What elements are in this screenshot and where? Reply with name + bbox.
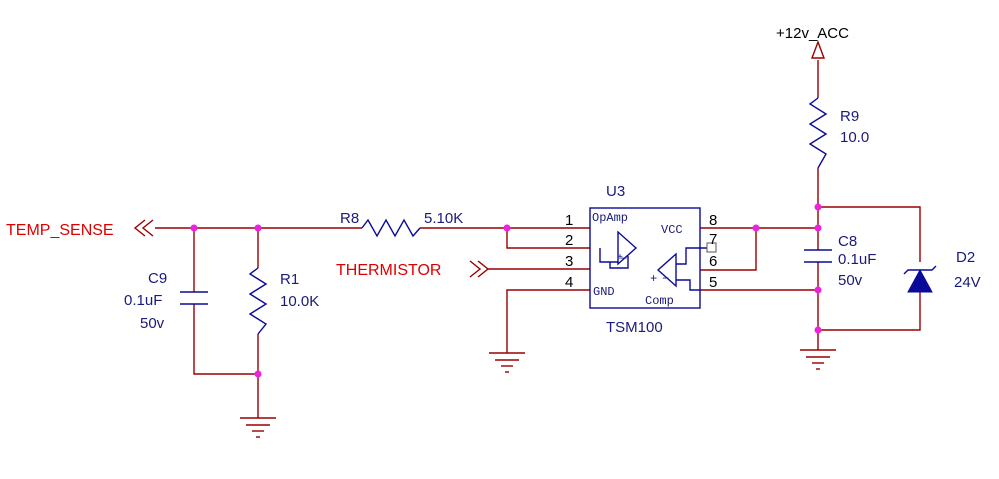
junction-dot [814, 224, 822, 232]
u3-comp-label: Comp [645, 294, 674, 308]
resistor-r8[interactable]: R8 5.10K [340, 210, 463, 238]
u3-gnd-label: GND [593, 285, 615, 299]
net-temp-sense-label: TEMP_SENSE [6, 222, 114, 239]
junction-dot [254, 370, 262, 378]
u3-ref: U3 [606, 183, 625, 200]
opamp-output-line [609, 256, 629, 269]
wire-pin6 [700, 228, 757, 271]
resistor-icon [361, 218, 421, 238]
pin-number: 6 [709, 253, 717, 270]
pin-number: 5 [709, 274, 717, 291]
port-arrow-icon [477, 260, 490, 278]
capacitor-c9[interactable]: C9 0.1uF 50v [124, 270, 208, 332]
zener-bar-icon [903, 265, 937, 275]
wire-pin4-gnd [506, 289, 590, 353]
junction-dot [254, 224, 262, 232]
net-power[interactable]: +12v_ACC [776, 25, 849, 59]
r8-value: 5.10K [424, 210, 463, 227]
pin-number: 2 [565, 232, 573, 249]
c9-ref: C9 [148, 270, 167, 287]
r1-value: 10.0K [280, 293, 319, 310]
resistor-icon [248, 267, 268, 335]
comparator-output-line [676, 279, 700, 291]
pin-number: 1 [565, 212, 573, 229]
c8-voltage: 50v [838, 272, 863, 289]
comparator-internal-line [676, 247, 707, 265]
c9-value: 0.1uF [124, 292, 162, 309]
d2-value: 24V [954, 274, 981, 291]
net-thermistor-label: THERMISTOR [336, 262, 441, 279]
capacitor-c8[interactable]: C8 0.1uF 50v [804, 233, 876, 289]
zener-diode-d2[interactable]: D2 24V [903, 249, 981, 293]
pin-number: 4 [565, 274, 573, 291]
net-thermistor[interactable]: THERMISTOR [336, 260, 490, 279]
r9-value: 10.0 [840, 129, 869, 146]
power-arrow-icon [810, 40, 826, 59]
wire-d2-top [818, 206, 921, 262]
wire-pin1-pin2 [506, 228, 590, 249]
resistor-r9[interactable]: R9 10.0 [808, 97, 869, 169]
u3-part: TSM100 [606, 319, 663, 336]
pin-number: 7 [709, 231, 717, 248]
wires [155, 60, 921, 418]
r1-ref: R1 [280, 271, 299, 288]
c9-voltage: 50v [140, 315, 165, 332]
resistor-r1[interactable]: R1 10.0K [248, 267, 319, 335]
comparator-symbol-icon [656, 252, 677, 288]
wire-d2-bottom [818, 292, 921, 331]
r9-ref: R9 [840, 108, 859, 125]
ground-c8 [800, 349, 836, 370]
resistor-icon [808, 97, 828, 169]
junction-dot [814, 326, 822, 334]
net-power-label: +12v_ACC [776, 25, 849, 42]
ground-r1 [240, 417, 276, 438]
junction-dot [814, 203, 822, 211]
opamp-internal-line [599, 248, 618, 263]
pin-number: 3 [565, 253, 573, 270]
junction-dot [190, 224, 198, 232]
net-temp-sense[interactable]: TEMP_SENSE [6, 219, 154, 239]
ic-body [589, 207, 701, 309]
u3-vcc-label: VCC [661, 223, 683, 237]
wire-c9-bottom [193, 304, 258, 375]
junctions [190, 203, 822, 378]
ground-u3 [489, 352, 525, 373]
r8-ref: R8 [340, 210, 359, 227]
pin-number: 8 [709, 212, 717, 229]
junction-dot [503, 224, 511, 232]
u3-opamp-label: OpAmp [592, 211, 628, 225]
opamp-symbol-icon [617, 230, 638, 266]
junction-dot [814, 286, 822, 294]
port-arrow-icon [133, 219, 146, 237]
d2-ref: D2 [956, 249, 975, 266]
port-arrow-icon [141, 219, 154, 237]
pin7-nc-marker [706, 242, 717, 253]
comparator-plus-icon: + [650, 272, 657, 286]
junction-dot [752, 224, 760, 232]
c8-ref: C8 [838, 233, 857, 250]
port-arrow-icon [469, 260, 482, 278]
ic-u3[interactable]: U3 TSM100 OpAmp VCC GND Comp − + + − 1 2… [565, 183, 717, 336]
zener-diode-icon [907, 268, 933, 293]
comparator-minus-icon: − [662, 272, 669, 286]
c8-value: 0.1uF [838, 251, 876, 268]
opamp-minus-icon: − [620, 252, 627, 266]
opamp-plus-icon: + [617, 253, 623, 264]
